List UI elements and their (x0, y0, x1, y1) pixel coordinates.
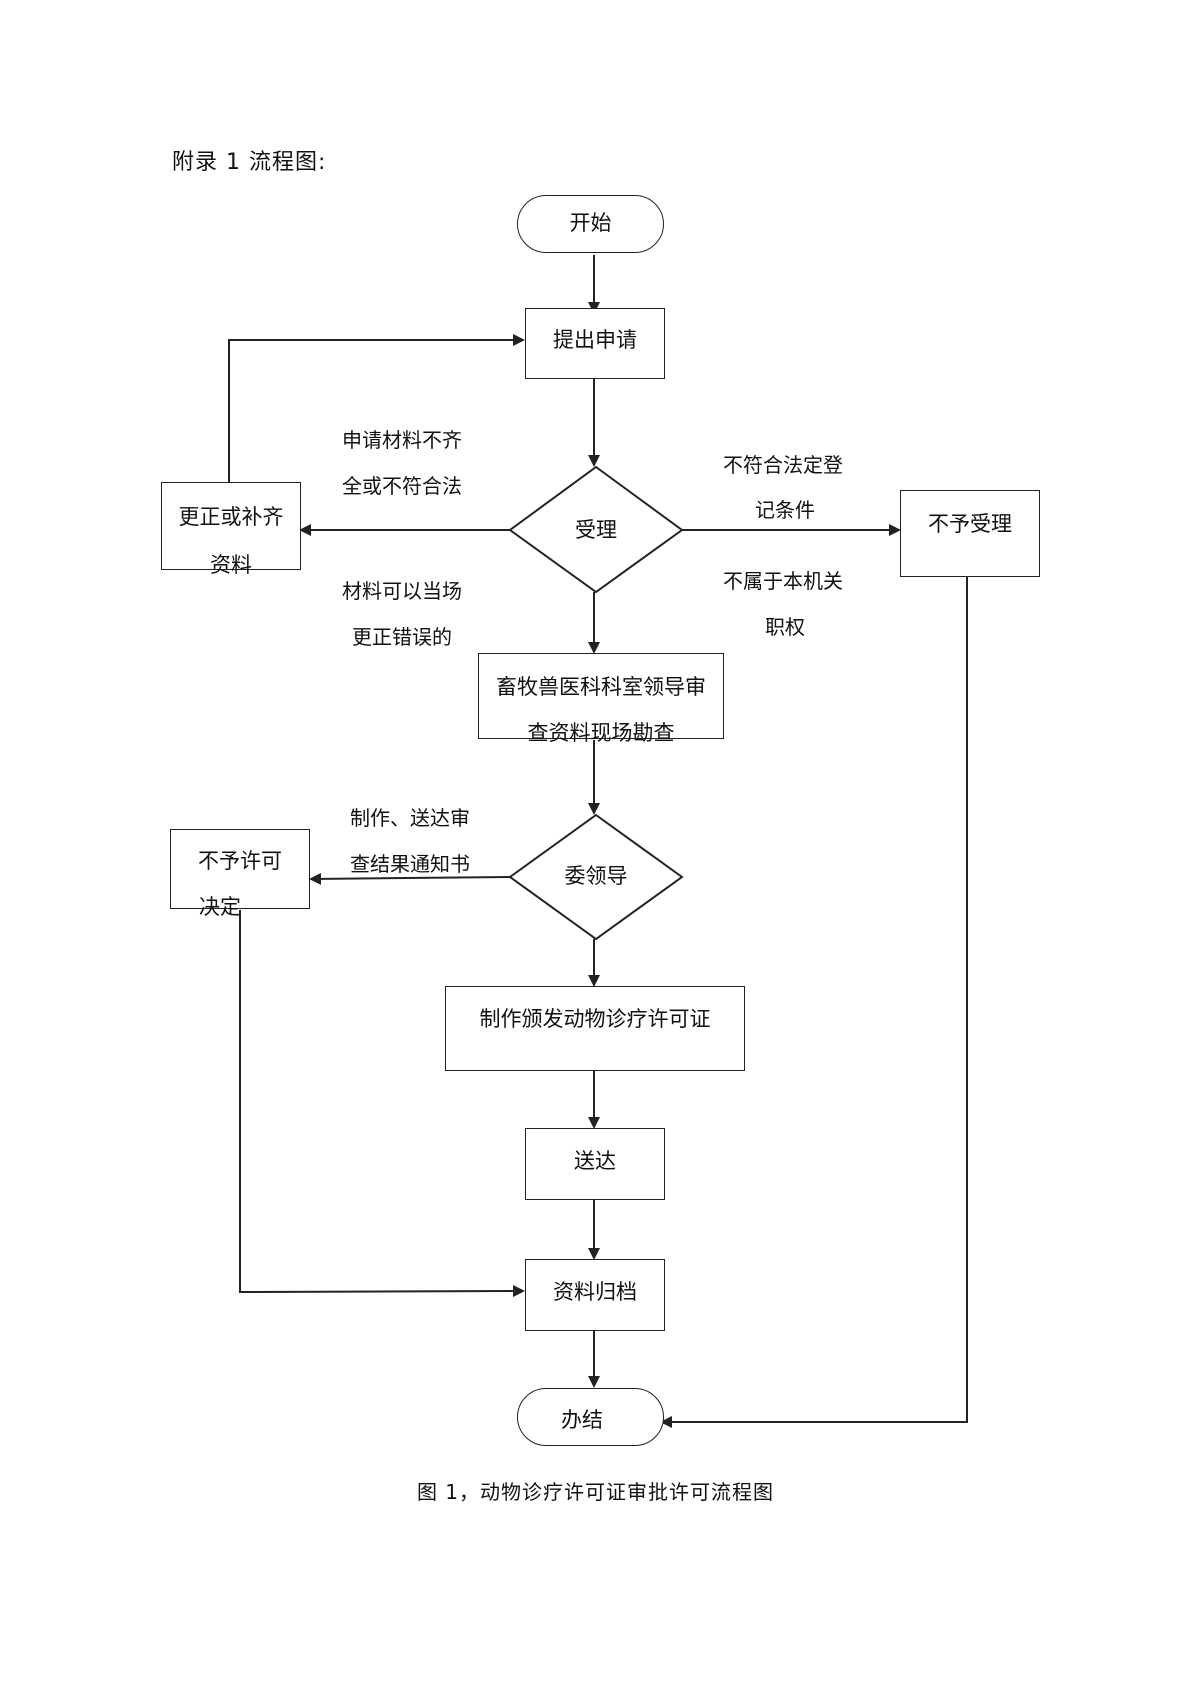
end-node (517, 1388, 664, 1446)
review-label-1: 畜牧兽医科科室领导审 (496, 675, 706, 699)
note-not-eligible-2: 记条件 (755, 498, 815, 522)
start-label: 开始 (569, 211, 612, 235)
archive-node (525, 1259, 665, 1331)
correct-node (161, 482, 301, 570)
committee-diamond (508, 813, 684, 941)
accept-diamond (508, 465, 684, 594)
deny-label-2: 决定 (199, 895, 241, 919)
correct-label-1: 更正或补齐 (178, 505, 284, 529)
deliver-node (525, 1128, 665, 1200)
reject-label: 不予受理 (928, 512, 1012, 536)
note-no-authority-1: 不属于本机关 (723, 569, 843, 593)
committee-label: 委领导 (564, 864, 628, 888)
note-notify-1: 制作、送达审 (350, 806, 470, 830)
issue-node (445, 986, 745, 1071)
figure-caption: 图 1，动物诊疗许可证审批许可流程图 (416, 1480, 775, 1504)
note-notify-2: 查结果通知书 (350, 852, 470, 876)
deny-label-1: 不予许可 (198, 849, 282, 873)
note-not-eligible-1: 不符合法定登 (723, 453, 843, 477)
review-label-2: 查资料现场勘查 (527, 721, 675, 745)
deliver-label: 送达 (574, 1149, 616, 1173)
note-incomplete-1: 申请材料不齐 (342, 428, 462, 452)
accept-label: 受理 (575, 518, 617, 542)
submit-node (525, 308, 665, 379)
issue-label: 制作颁发动物诊疗许可证 (479, 1007, 711, 1031)
note-correctable-2: 更正错误的 (352, 625, 452, 649)
end-label: 办结 (561, 1408, 603, 1432)
submit-label: 提出申请 (553, 328, 637, 352)
reject-node (900, 490, 1040, 577)
start-node (517, 195, 664, 253)
note-correctable-1: 材料可以当场 (342, 579, 462, 603)
note-no-authority-2: 职权 (765, 615, 805, 639)
deny-node (170, 829, 310, 909)
page-heading: 附录 1 流程图: (172, 150, 327, 175)
note-incomplete-2: 全或不符合法 (342, 474, 462, 498)
correct-label-2: 资料 (210, 553, 252, 577)
archive-label: 资料归档 (553, 1280, 637, 1304)
review-node (478, 653, 724, 739)
